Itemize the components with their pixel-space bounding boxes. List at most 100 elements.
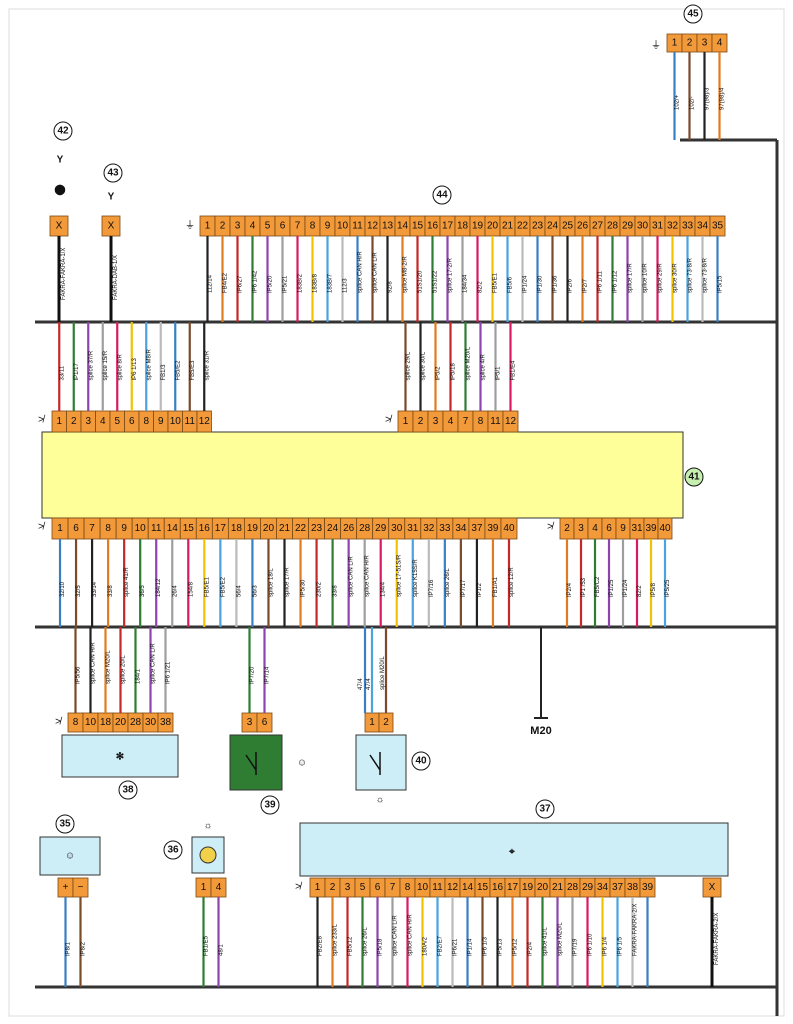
connector-42-id-label: 42	[57, 126, 69, 137]
module-41-id-label: 41	[688, 472, 700, 483]
pin-label: 1	[57, 523, 63, 534]
pin-label: 34	[697, 221, 709, 232]
wire-label: IP7/17	[461, 579, 467, 597]
pin-label: −	[78, 882, 84, 893]
pin-label: 7	[295, 221, 301, 232]
wire-label: IP6 1/12	[613, 270, 619, 293]
wire-label: IP7/16	[429, 579, 435, 597]
wire-label: IP2/6	[568, 278, 574, 293]
wire-label: FB1/A1	[493, 576, 499, 597]
wire-label: FB4/E2	[223, 272, 229, 293]
wire-label: IP1/30	[538, 275, 544, 293]
wire-label: FB1/E4	[511, 360, 517, 381]
wire-label: splice K15S/R	[413, 559, 419, 597]
pin-label: 31	[407, 523, 419, 534]
wire-label: 33/11	[59, 365, 65, 380]
wire-label: FAKRA-FAKRA-2/X	[633, 904, 639, 956]
antenna-icon: ⏚	[651, 40, 661, 52]
pin-label: 6	[375, 882, 381, 893]
wire-label: 184/34	[463, 274, 469, 293]
pin-label: 2	[687, 38, 693, 49]
wire-label: splice 73-8/R	[688, 257, 694, 293]
pin-label: 3	[345, 882, 351, 893]
wire-label: IP5/12	[513, 938, 519, 956]
wire-label: 36/5	[140, 585, 146, 597]
connector-36-id-circle	[163, 840, 183, 860]
wire-label: splice 31/R	[204, 350, 210, 380]
pin-label: 18	[100, 717, 112, 728]
wire-label: 183B/2	[298, 273, 304, 293]
pin-label: 24	[327, 523, 339, 534]
wire-label: IP5/56	[76, 666, 82, 684]
wire-label: 97(98)/3	[705, 87, 711, 110]
wire-label: IP6 1/5	[618, 936, 624, 956]
wire-label: splice 26/L	[445, 568, 451, 597]
wire-label: IP5/8	[651, 582, 657, 597]
pin-label: 14	[167, 523, 179, 534]
wire-label: splice 12/R	[509, 567, 515, 597]
wire-label: 183B/7	[328, 273, 334, 293]
pin-label: 1	[205, 221, 211, 232]
wire-label: FB1/E5	[204, 935, 210, 956]
wire-label: FB5/12	[348, 936, 354, 956]
pin-label: 6	[606, 523, 612, 534]
pin-label: 9	[121, 523, 127, 534]
wire-label: splice 17-2/R	[448, 257, 454, 293]
pin-label: 10	[170, 416, 182, 427]
airbag-icon: ☺	[297, 758, 307, 769]
wire-label: 33/14	[92, 581, 98, 597]
pin-label: 8	[478, 416, 484, 427]
connector-39-id-label: 39	[264, 800, 276, 811]
pin-label: 3	[578, 523, 584, 534]
pin-label: 35	[712, 221, 724, 232]
pin-label: 15	[183, 523, 195, 534]
pin-label: 8	[310, 221, 316, 232]
navigation-unit-body	[299, 822, 729, 877]
connector-43-pin: X	[101, 215, 121, 237]
pin-label: 9	[158, 416, 164, 427]
pin-label: 23	[532, 221, 544, 232]
pin-label: 20	[487, 221, 499, 232]
pin-label: 2	[330, 882, 336, 893]
lamp-36-icon: ☼	[203, 821, 212, 832]
pin-label: 10	[135, 523, 147, 534]
connector-40-wire-label: splice M20/L	[380, 656, 386, 690]
pin-label: 8	[73, 717, 79, 728]
wire-label: 82/2	[478, 281, 484, 293]
connector-45-id-label: 45	[687, 9, 699, 20]
pin-label: 40	[659, 523, 671, 534]
wire-label: splice 17/R	[628, 263, 634, 293]
pin-label: 11	[352, 221, 363, 232]
wire-label: splice 18/L	[268, 568, 274, 597]
wire-label: splice CAN H/R	[365, 555, 371, 597]
wire-label: FB5/E1	[204, 576, 210, 597]
connector-43-id-circle	[103, 163, 123, 183]
wire-label: splice 233/L	[333, 923, 339, 956]
pin-label: 7	[390, 882, 396, 893]
pin-label: 16	[427, 221, 439, 232]
wire-label: IP5/25	[665, 579, 671, 597]
connector-40-wire-label: 47/4	[366, 678, 372, 690]
wire-label: 33/8	[108, 585, 114, 597]
pin-label: 13	[382, 221, 394, 232]
pin-label: 3	[247, 717, 253, 728]
wire-label: splice M20/L	[466, 346, 472, 380]
pin-label: 12	[199, 416, 211, 427]
pin-label: 4	[592, 523, 598, 534]
wire-label: IP1/24	[523, 275, 529, 293]
connector-37-id-label: 37	[539, 804, 551, 815]
pin-label: 29	[622, 221, 634, 232]
wire-label: 26/4	[172, 585, 178, 597]
wire-label: IP1/14	[468, 938, 474, 956]
wire-label: splice CAN L/R	[349, 556, 355, 597]
pin-label: 4	[448, 416, 454, 427]
pin-label: 6	[262, 717, 268, 728]
pin-label: 28	[359, 523, 371, 534]
pin-label: 11	[490, 416, 501, 427]
pin-label: 21	[552, 882, 564, 893]
